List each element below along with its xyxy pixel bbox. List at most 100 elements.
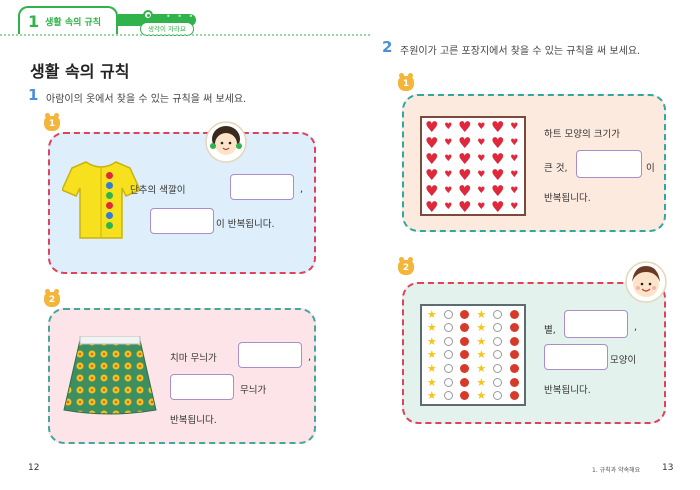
small-heart-icon: ♥: [477, 122, 486, 132]
small-heart-icon: ♥: [510, 202, 519, 212]
big-heart-icon: ♥: [491, 134, 505, 152]
apple-icon: [509, 391, 519, 401]
prompt-text: 반복됩니다.: [544, 193, 591, 204]
ball-icon: [443, 364, 453, 374]
sub-question-badge: 2: [44, 289, 60, 307]
prompt-text: 치마 무늬가: [170, 353, 217, 364]
button-blue-icon: [106, 212, 113, 219]
small-heart-icon: ♥: [444, 154, 453, 164]
big-heart-icon: ♥: [425, 166, 439, 184]
small-heart-icon: ♥: [477, 186, 486, 196]
apple-icon: [509, 323, 519, 333]
star-icon: ★: [476, 362, 487, 376]
big-heart-icon: ♥: [425, 198, 439, 216]
apple-icon: [460, 336, 470, 346]
button-red-icon: [106, 172, 113, 179]
ball-icon: [443, 350, 453, 360]
big-heart-icon: ♥: [491, 150, 505, 168]
footer-text: 1. 규칙과 약속해요: [592, 467, 641, 474]
big-heart-icon: ♥: [425, 150, 439, 168]
page-number: 12: [28, 463, 40, 473]
answer-box[interactable]: [576, 150, 642, 178]
big-heart-icon: ♥: [491, 198, 505, 216]
prompt-text: 큰 것,: [544, 163, 568, 174]
small-heart-icon: ♥: [510, 186, 519, 196]
ball-icon: [493, 350, 503, 360]
heart-wrapping-card: ♥♥♥♥♥♥♥♥♥♥♥♥♥♥♥♥♥♥♥♥♥♥♥♥♥♥♥♥♥♥♥♥♥♥♥♥ 하트 …: [402, 94, 666, 232]
big-heart-icon: ♥: [425, 182, 439, 200]
question-text: 아람이의 옷에서 찾을 수 있는 규칙을 써 보세요.: [46, 94, 247, 105]
big-heart-icon: ♥: [425, 134, 439, 152]
big-heart-icon: ♥: [458, 182, 472, 200]
comma-text: ,: [300, 184, 304, 195]
small-heart-icon: ♥: [477, 154, 486, 164]
ball-icon: [443, 391, 453, 401]
star-icon: ★: [476, 334, 487, 348]
shirt-icon: [62, 161, 140, 239]
prompt-text: 이 반복됩니다.: [216, 219, 275, 230]
star-icon: ★: [426, 362, 437, 376]
star-icon: ★: [476, 375, 487, 389]
prompt-text: 하트 모양의 크기가: [544, 129, 620, 140]
small-heart-icon: ♥: [444, 170, 453, 180]
star-pattern-grid: ★★★★★★★★★★★★★★: [420, 304, 526, 406]
small-heart-icon: ♥: [510, 122, 519, 132]
ball-icon: [443, 377, 453, 387]
apple-icon: [460, 350, 470, 360]
big-heart-icon: ♥: [491, 166, 505, 184]
small-heart-icon: ♥: [477, 170, 486, 180]
answer-box[interactable]: [564, 310, 628, 338]
header-divider: [0, 34, 370, 36]
big-heart-icon: ♥: [425, 118, 439, 136]
answer-box[interactable]: [170, 374, 234, 400]
ball-icon: [443, 309, 453, 319]
comma-text: ,: [634, 322, 638, 333]
sub-question-badge: 2: [398, 257, 414, 275]
big-heart-icon: ♥: [458, 150, 472, 168]
small-heart-icon: ♥: [444, 202, 453, 212]
apple-icon: [460, 377, 470, 387]
comma-text: ,: [308, 352, 312, 363]
sub-question-badge: 1: [44, 113, 60, 131]
prompt-text: 모양이: [610, 355, 637, 366]
big-heart-icon: ♥: [458, 198, 472, 216]
shirt-buttons: [106, 172, 114, 229]
star-icon: ★: [426, 348, 437, 362]
star-icon: ★: [476, 389, 487, 403]
small-heart-icon: ♥: [444, 122, 453, 132]
answer-box[interactable]: [238, 342, 302, 368]
chapter-tab: 1 생활 속의 규칙: [18, 6, 118, 34]
button-red-icon: [106, 202, 113, 209]
heart-pattern-grid: ♥♥♥♥♥♥♥♥♥♥♥♥♥♥♥♥♥♥♥♥♥♥♥♥♥♥♥♥♥♥♥♥♥♥♥♥: [420, 116, 526, 216]
prompt-text: 단추의 색깔이: [130, 185, 186, 196]
answer-box[interactable]: [544, 344, 608, 370]
small-heart-icon: ♥: [477, 202, 486, 212]
small-heart-icon: ♥: [444, 186, 453, 196]
small-heart-icon: ♥: [444, 138, 453, 148]
big-heart-icon: ♥: [458, 118, 472, 136]
answer-box[interactable]: [150, 208, 214, 234]
dots-decoration: • • •: [166, 12, 196, 21]
star-icon: ★: [426, 321, 437, 335]
boy-avatar-icon: [625, 261, 667, 303]
big-heart-icon: ♥: [491, 118, 505, 136]
answer-box[interactable]: [230, 174, 294, 200]
big-heart-icon: ♥: [491, 182, 505, 200]
small-heart-icon: ♥: [477, 138, 486, 148]
button-blue-icon: [106, 182, 113, 189]
star-icon: ★: [426, 375, 437, 389]
prompt-text: 무늬가: [240, 385, 267, 396]
shirt-card: 단추의 색깔이 , 이 반복됩니다.: [48, 121, 316, 274]
prompt-text: 반복됩니다.: [544, 385, 591, 396]
button-green-icon: [106, 222, 113, 229]
chapter-number: 1: [28, 11, 40, 31]
eye-icon: [143, 10, 153, 20]
ball-icon: [493, 309, 503, 319]
big-heart-icon: ♥: [458, 166, 472, 184]
prompt-text: 반복됩니다.: [170, 415, 217, 426]
page-number: 13: [662, 463, 674, 473]
apple-icon: [460, 323, 470, 333]
small-heart-icon: ♥: [510, 154, 519, 164]
question-number: 1: [28, 86, 39, 104]
prompt-text: 별,: [544, 325, 556, 336]
